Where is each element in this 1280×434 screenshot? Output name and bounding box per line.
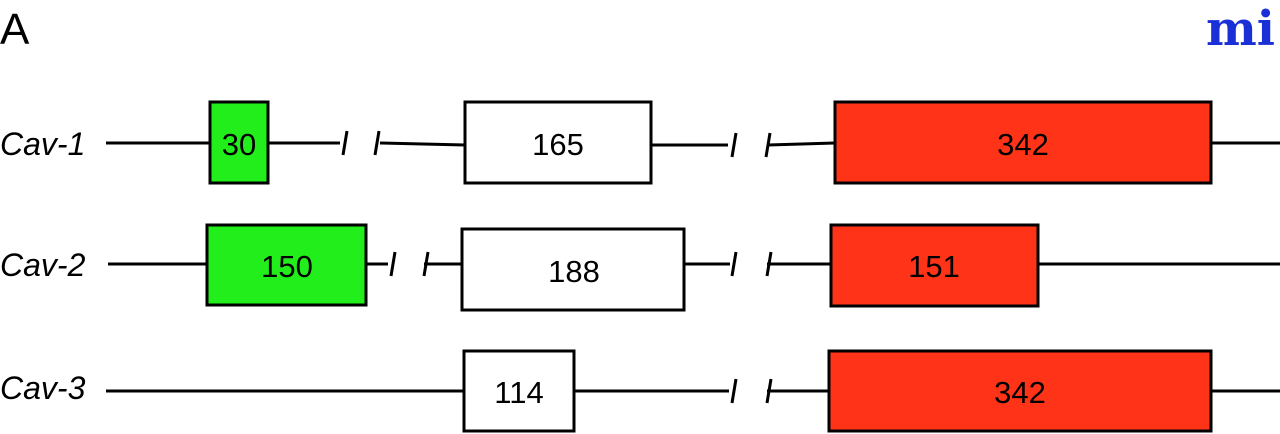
panel-letter: A xyxy=(0,5,30,54)
exon-box xyxy=(462,349,576,433)
exon-box xyxy=(208,100,270,185)
exon-length: 342 xyxy=(997,127,1049,162)
gene-label: Cav-2 xyxy=(0,247,86,283)
exon-length: 150 xyxy=(261,249,313,284)
exon-length: 114 xyxy=(494,375,543,410)
exon-box xyxy=(205,223,368,307)
intron-break-marks xyxy=(389,251,773,277)
exon-length: 342 xyxy=(994,375,1046,410)
gene-row-cav-3: Cav-3 114 342 xyxy=(0,349,1280,433)
publisher-logo: mi xyxy=(1206,1,1275,57)
intron-lines xyxy=(106,141,1280,147)
exon-box xyxy=(827,349,1213,433)
exon-length: 30 xyxy=(222,127,256,162)
gene-row-cav-1: Cav-1 30 165 342 xyxy=(0,100,1280,185)
gene-row-cav-2: Cav-2 150 188 151 xyxy=(0,223,1280,312)
exon-length: 188 xyxy=(548,254,600,289)
logo-text: mi xyxy=(1206,1,1275,57)
exon-length: 165 xyxy=(532,127,584,162)
exon-length: 151 xyxy=(908,249,960,284)
exon-box xyxy=(829,223,1040,308)
exon-box xyxy=(460,227,686,312)
gene-label: Cav-1 xyxy=(0,126,85,162)
intron-break-marks xyxy=(730,378,773,404)
intron-break-marks xyxy=(341,130,772,158)
gene-label: Cav-3 xyxy=(0,370,86,406)
exon-box xyxy=(833,100,1213,185)
exon-box xyxy=(463,100,653,185)
